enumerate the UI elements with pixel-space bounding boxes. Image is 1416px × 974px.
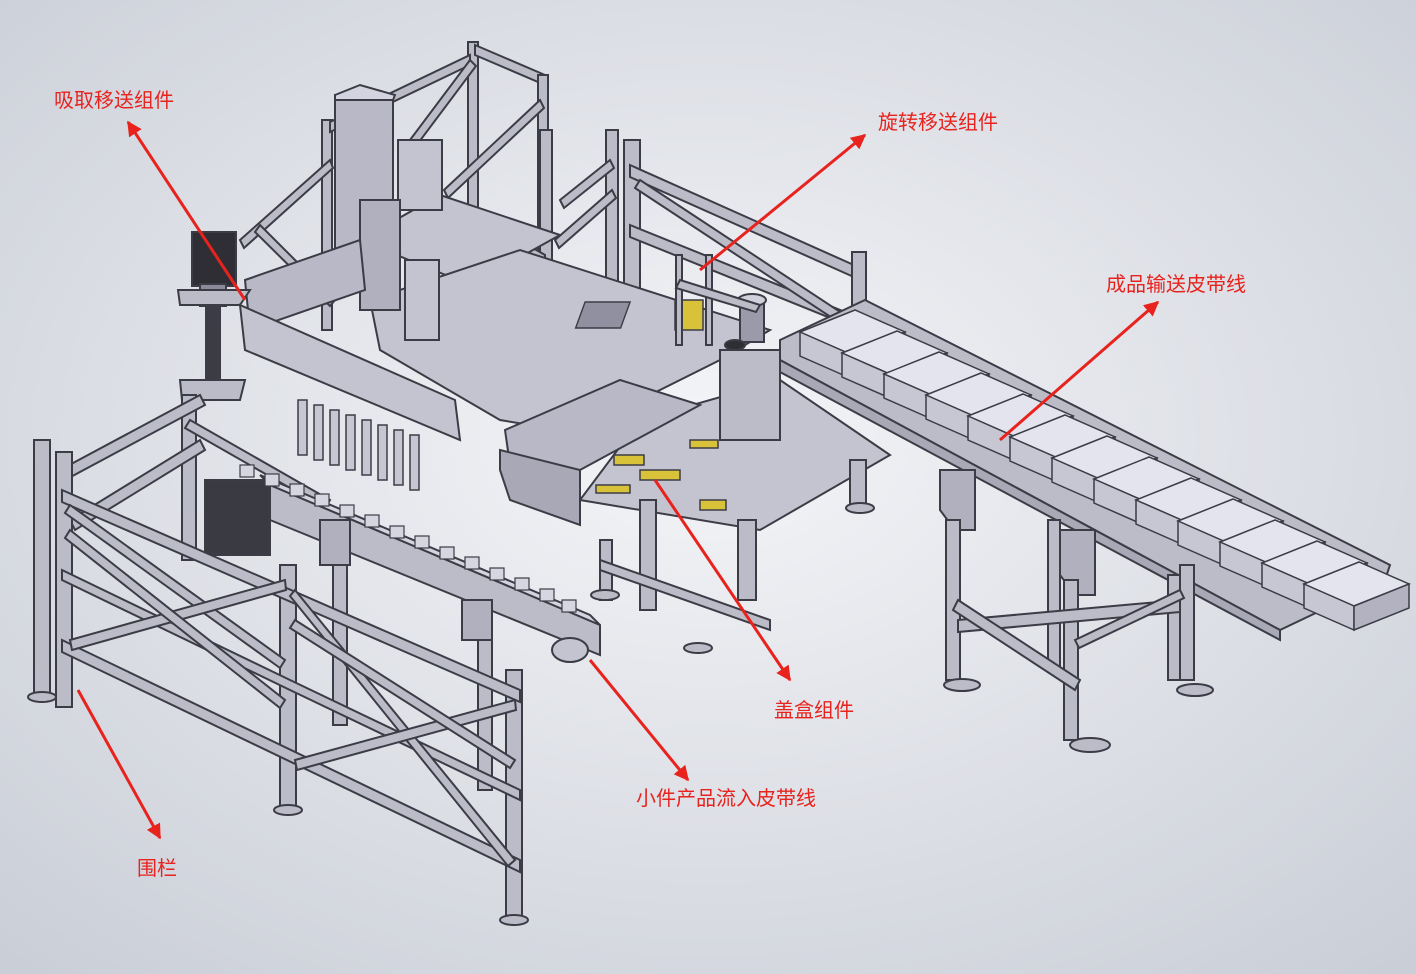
suction-comb-fingers [297, 399, 420, 491]
fence [27, 439, 529, 926]
arrow-fence [76, 689, 162, 840]
callout-lid-assembly: 盖盒组件 [774, 698, 854, 722]
arrow-lid [653, 479, 792, 682]
finished-conveyor-legs [943, 519, 1214, 753]
callout-rotary-transfer: 旋转移送组件 [878, 110, 998, 134]
arrow-suction [126, 120, 247, 301]
right-rear-truss [553, 129, 867, 341]
callout-arrows [76, 120, 1160, 840]
callout-fence: 围栏 [137, 856, 177, 880]
finished-boxes [798, 309, 1411, 632]
finished-box-side [1353, 582, 1410, 632]
arrow-finished [999, 300, 1160, 442]
arrow-small [588, 659, 690, 782]
rotary-transfer-assembly [674, 254, 781, 441]
box-feed-side [499, 448, 581, 527]
plate-slot [574, 301, 632, 329]
arrow-rotary [699, 133, 867, 272]
callout-finished-conveyor: 成品输送皮带线 [1106, 272, 1246, 296]
callout-suction-transfer: 吸取移送组件 [54, 88, 174, 112]
lid-legs [590, 459, 875, 654]
callout-small-product-conveyor: 小件产品流入皮带线 [636, 786, 816, 810]
small-products [239, 464, 577, 613]
